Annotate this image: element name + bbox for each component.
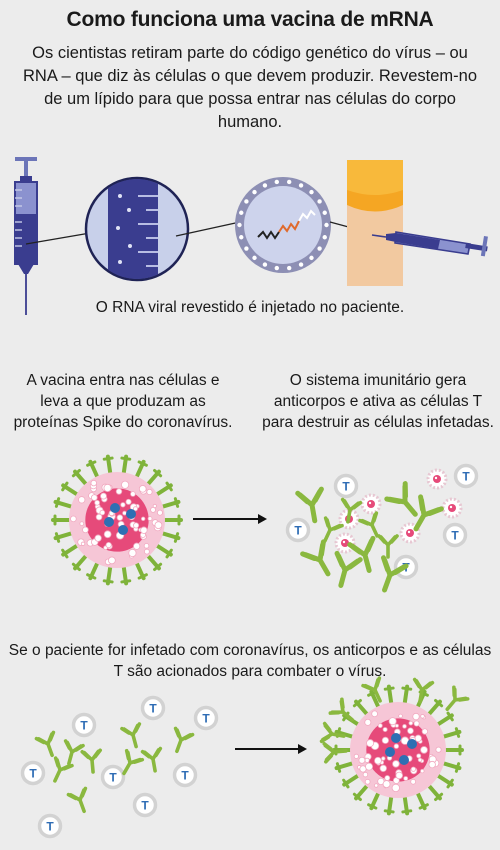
svg-text:T: T	[294, 524, 302, 538]
step-reinfection-caption: Se o paciente for infetado com coronavír…	[8, 642, 492, 680]
lipid-nanoparticle-icon	[235, 177, 331, 273]
t-cell-icon: T	[172, 762, 198, 788]
antibody-icon	[303, 542, 339, 580]
svg-text:T: T	[149, 702, 157, 716]
mini-infected-cell-icon	[441, 497, 463, 519]
t-cell-icon: T	[453, 463, 479, 489]
antibody-icon	[166, 726, 195, 757]
immune-cells-group: T T T T T T T T	[20, 695, 219, 839]
t-cell-icon: T	[140, 695, 166, 721]
page-title: Como funciona uma vacina de mRNA	[66, 8, 434, 31]
svg-text:T: T	[451, 529, 459, 543]
svg-text:T: T	[181, 769, 189, 783]
svg-text:T: T	[109, 771, 117, 785]
arrow-icon	[235, 744, 307, 754]
t-cell-icon: T	[333, 473, 359, 499]
svg-text:T: T	[141, 799, 149, 813]
t-cell-icon: T	[132, 792, 158, 818]
antibody-icon	[140, 746, 166, 775]
t-cell-icon: T	[20, 760, 46, 786]
intro-text: Os cientistas retiram parte do código ge…	[23, 44, 477, 131]
magnifier-icon	[84, 176, 190, 282]
svg-text:T: T	[80, 719, 88, 733]
antibody-icon	[80, 748, 104, 775]
step-immune-caption: O sistema imunitário gera anticorpos e a…	[262, 372, 494, 431]
arrow-icon	[193, 514, 267, 524]
arm-injection-icon	[347, 160, 488, 286]
antibody-icon	[66, 786, 95, 817]
antibody-icon	[298, 489, 327, 523]
t-cell-icon: T	[442, 522, 468, 548]
svg-text:T: T	[342, 480, 350, 494]
antibody-icon	[377, 534, 399, 559]
t-cell-icon: T	[285, 517, 311, 543]
antibody-icon	[34, 730, 63, 761]
svg-text:T: T	[202, 712, 210, 726]
svg-text:T: T	[29, 767, 37, 781]
svg-text:T: T	[462, 470, 470, 484]
step-injection-caption: O RNA viral revestido é injetado no paci…	[95, 299, 405, 316]
t-cell-icon: T	[193, 705, 219, 731]
antibody-icon	[329, 553, 360, 588]
t-cell-icon: T	[37, 813, 63, 839]
t-cell-icon: T	[71, 712, 97, 738]
infected-cell-icon	[51, 454, 183, 586]
mini-infected-cell-icon	[426, 468, 448, 490]
syringe-icon	[14, 157, 38, 315]
antibody-icon	[387, 484, 425, 522]
attacked-cell-icon	[319, 676, 470, 816]
svg-text:T: T	[46, 820, 54, 834]
step-spike-caption: A vacina entra nas células e leva a que …	[13, 372, 233, 431]
antibody-icon	[120, 722, 147, 751]
mini-infected-cell-icon	[360, 493, 382, 515]
antibody-icon	[58, 739, 85, 768]
t-cell-icon: T	[100, 764, 126, 790]
